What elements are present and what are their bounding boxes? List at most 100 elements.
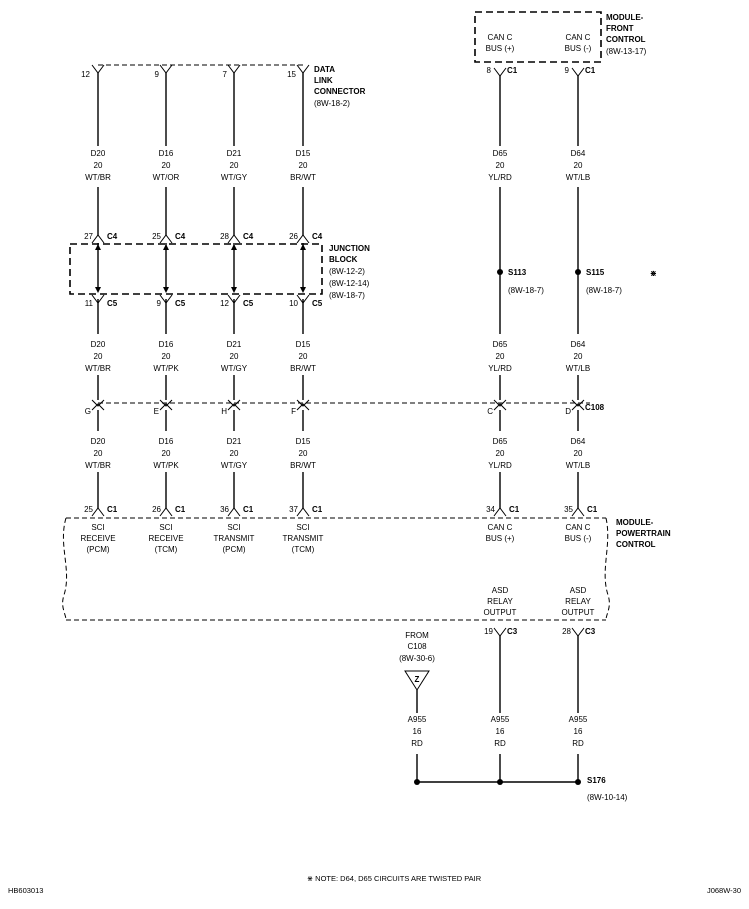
pcm-pin-label: SCI	[296, 523, 309, 532]
wire-label: WT/LB	[566, 173, 590, 182]
footer: HB603013 ⋇ NOTE: D64, D65 CIRCUITS ARE T…	[8, 874, 741, 895]
fcm-pin2-l1: CAN C	[566, 33, 591, 42]
jb-c4-conn: C4	[243, 232, 254, 241]
wire-label: 20	[230, 449, 239, 458]
pcm-pin-label: BUS (+)	[486, 534, 515, 543]
connector-c108: G E H F C D C108	[85, 399, 605, 416]
data-link-connector: 12 9 7 15 DATA LINK CONNECTOR (8W-18-2)	[81, 64, 366, 108]
wire-label: WT/BR	[85, 173, 111, 182]
wire-label: D16	[159, 340, 174, 349]
jb-c4-pin: 25	[152, 232, 161, 241]
front-control-module: MODULE- FRONT CONTROL (8W-13-17) CAN C B…	[474, 11, 647, 77]
dlc-pin-2: 9	[155, 70, 160, 79]
fcm-pin1-l2: BUS (+)	[486, 44, 515, 53]
fcm-title-3: CONTROL	[606, 35, 646, 44]
wire-label: 20	[496, 449, 505, 458]
from-c108-ref: (8W-30-6)	[399, 654, 435, 663]
pcm-title-3: CONTROL	[616, 540, 656, 549]
pcm-c1-pin: 26	[152, 505, 161, 514]
jb-title-1: JUNCTION	[329, 244, 370, 253]
wire-labels-top: D20 20 WT/BR D16 20 WT/OR D21 20 WT/GY D…	[85, 149, 590, 182]
wire-label: WT/OR	[153, 173, 180, 182]
pcm-c1-pin: 35	[564, 505, 573, 514]
fcm-pin1-l1: CAN C	[488, 33, 513, 42]
wire-label: 20	[299, 352, 308, 361]
pcm-pin-label: BUS (-)	[565, 534, 592, 543]
wire-label: WT/PK	[153, 461, 179, 470]
wire-label: 20	[574, 352, 583, 361]
pcm-c3-label: RELAY	[487, 597, 513, 606]
pcm-c1-conn: C1	[243, 505, 254, 514]
pcm-c1-pin: 25	[84, 505, 93, 514]
pcm-pin-label: CAN C	[488, 523, 513, 532]
junction-block: 27 C4 25 C4 28 C4 26 C4 11 C5 9 C5 12 C5…	[69, 232, 370, 308]
wire-label: D21	[227, 340, 242, 349]
splice-s115-dot	[575, 269, 581, 275]
wire-label: RD	[494, 739, 506, 748]
pcm-c3-pin: 28	[562, 627, 571, 636]
pcm-c1-conn: C1	[587, 505, 598, 514]
wire-label: 16	[496, 727, 505, 736]
wire-label: YL/RD	[488, 461, 512, 470]
pcm-pin-label: SCI	[227, 523, 240, 532]
pcm-pin-label: (PCM)	[86, 545, 109, 554]
pcm-c3-conn: C3	[507, 627, 518, 636]
wire-label: BR/WT	[290, 173, 316, 182]
pcm-pin-label: CAN C	[566, 523, 591, 532]
wire-label: D15	[296, 340, 311, 349]
wire-label: D65	[493, 437, 508, 446]
pcm-c3-label: ASD	[570, 586, 587, 595]
jb-c4-pin: 28	[220, 232, 229, 241]
footer-left-code: HB603013	[8, 886, 43, 895]
wire-label: D16	[159, 149, 174, 158]
wire-label: BR/WT	[290, 461, 316, 470]
pcm-pin-label: TRANSMIT	[214, 534, 255, 543]
pcm-pin-label: RECEIVE	[80, 534, 115, 543]
splice-s113-dot	[497, 269, 503, 275]
jb-c5-pin: 11	[85, 299, 94, 308]
pcm-pin-label: SCI	[159, 523, 172, 532]
wire-label: 20	[496, 352, 505, 361]
c108-pin: G	[85, 407, 91, 416]
pcm-c1-conn: C1	[107, 505, 118, 514]
junction-dot	[497, 779, 503, 785]
wire-label: 20	[94, 449, 103, 458]
c108-pin: E	[154, 407, 159, 416]
wire-label: WT/BR	[85, 364, 111, 373]
wire-label: 20	[299, 161, 308, 170]
wire-label: A955	[491, 715, 510, 724]
wire-label: D16	[159, 437, 174, 446]
wire-label: 16	[574, 727, 583, 736]
c108-pin: D	[565, 407, 571, 416]
footer-right-code: J068W-30	[707, 886, 741, 895]
jb-title-2: BLOCK	[329, 255, 358, 264]
jb-c5-conn: C5	[243, 299, 254, 308]
wire-label: D15	[296, 149, 311, 158]
junction-dot	[414, 779, 420, 785]
wire-label: WT/BR	[85, 461, 111, 470]
footer-note: ⋇ NOTE: D64, D65 CIRCUITS ARE TWISTED PA…	[307, 874, 482, 883]
wire-label: WT/GY	[221, 461, 248, 470]
from-c108-l2: C108	[407, 642, 427, 651]
pcm-c3-label: OUTPUT	[562, 608, 595, 617]
splice-s115-name: S115	[586, 268, 605, 277]
wire-label: D20	[91, 149, 106, 158]
wire-label: D20	[91, 340, 106, 349]
dlc-title-3: CONNECTOR	[314, 87, 366, 96]
wire-label: 16	[413, 727, 422, 736]
pcm-title-1: MODULE-	[616, 518, 654, 527]
pcm-pin-label: (PCM)	[222, 545, 245, 554]
splice-s176-ref: (8W-10-14)	[587, 793, 628, 802]
jb-c4-pin: 27	[84, 232, 93, 241]
wire-label: 20	[94, 352, 103, 361]
wire-labels-mid: D20 20 WT/BR D16 20 WT/PK D21 20 WT/GY D…	[85, 340, 590, 373]
wire-labels-low: D20 20 WT/BR D16 20 WT/PK D21 20 WT/GY D…	[85, 437, 590, 470]
pcm-c3-label: RELAY	[565, 597, 591, 606]
pcm-c1-pin: 37	[289, 505, 298, 514]
pcm-c3-pin: 19	[484, 627, 493, 636]
fcm-title-1: MODULE-	[606, 13, 644, 22]
pcm-c1-pin: 36	[220, 505, 229, 514]
wire-label: D64	[571, 437, 586, 446]
fcm-pin2-l2: BUS (-)	[565, 44, 592, 53]
dlc-title-2: LINK	[314, 76, 333, 85]
